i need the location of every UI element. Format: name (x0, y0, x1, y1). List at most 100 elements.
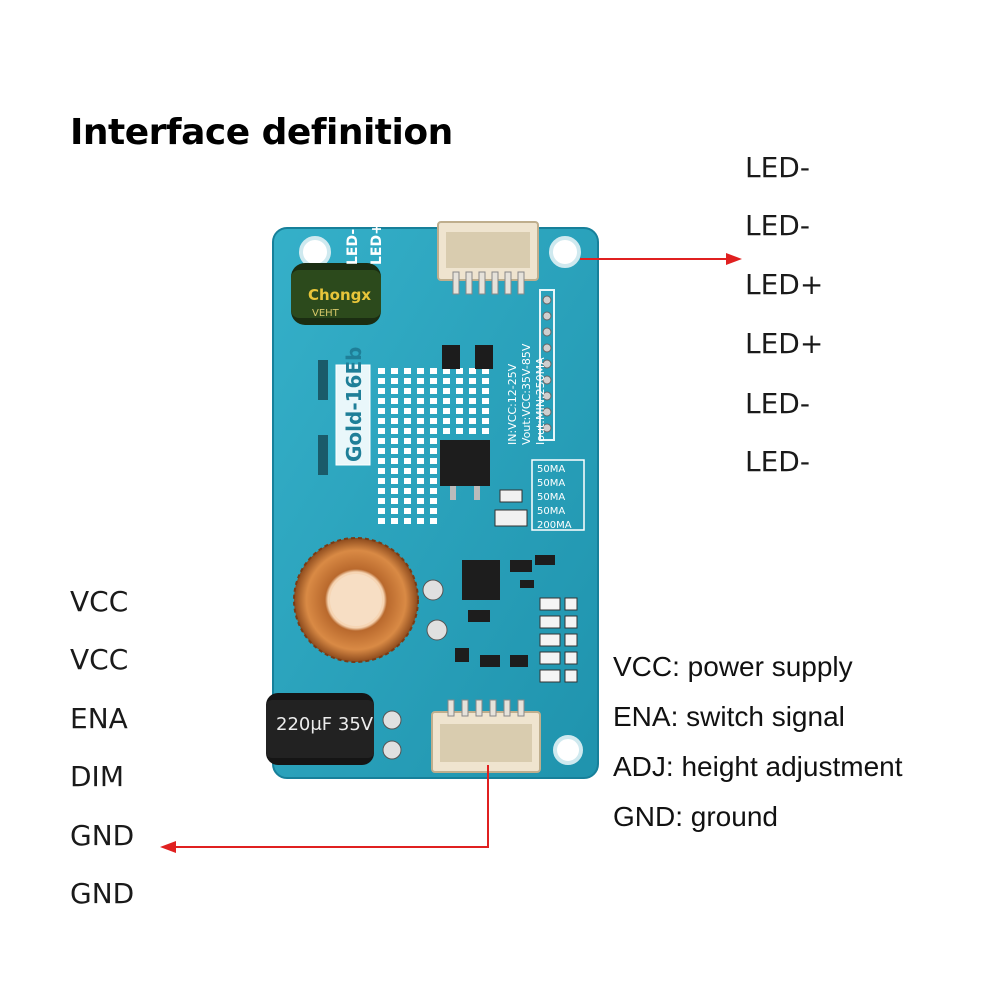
thermal-dot (430, 508, 437, 514)
thermal-dot (391, 408, 398, 414)
thermal-dot (417, 478, 424, 484)
thermal-dot (469, 378, 476, 384)
thermal-dot (378, 498, 385, 504)
legend-gnd: GND: ground (613, 801, 778, 832)
thermal-dot (404, 498, 411, 504)
thermal-dot (378, 508, 385, 514)
thermal-dot (404, 408, 411, 414)
thermal-dot (404, 398, 411, 404)
jumper-pads (539, 597, 578, 683)
thermal-dot (391, 498, 398, 504)
thermal-dot-grid (378, 368, 489, 524)
thermal-dot (417, 418, 424, 424)
thermal-dot (391, 428, 398, 434)
spec-line-3: Iout:MIN:250MA (534, 357, 547, 445)
smd-components (455, 489, 555, 667)
thermal-dot (404, 388, 411, 394)
input-pin-3: ENA (70, 702, 128, 735)
thermal-dot (378, 438, 385, 444)
thermal-dot (469, 428, 476, 434)
thermal-dot (378, 368, 385, 374)
cap-large-spec: 220μF 35V (276, 714, 374, 735)
thermal-dot (378, 398, 385, 404)
thermal-dot (430, 478, 437, 484)
current-option-2: 50MA (537, 478, 565, 489)
thermal-dot (430, 498, 437, 504)
thermal-dot (482, 428, 489, 434)
thermal-dot (456, 378, 463, 384)
input-pin-5: GND (70, 819, 135, 852)
thermal-dot (404, 418, 411, 424)
output-connector (437, 221, 539, 295)
thermal-dot (417, 438, 424, 444)
toroid-inductor (293, 537, 419, 663)
thermal-dot (391, 488, 398, 494)
thermal-dot (430, 458, 437, 464)
spec-line-1: IN:VCC:12-25V (506, 363, 519, 445)
current-option-3: 50MA (537, 492, 565, 503)
thermal-dot (456, 368, 463, 374)
thermal-dot (378, 428, 385, 434)
thermal-dot (391, 378, 398, 384)
thermal-dot (456, 428, 463, 434)
thermal-dot (417, 518, 424, 524)
thermal-dot (417, 448, 424, 454)
thermal-dot (391, 448, 398, 454)
led-pin-3: LED+ (745, 268, 824, 301)
thermal-dot (430, 408, 437, 414)
thermal-dot (378, 478, 385, 484)
input-pin-1: VCC (70, 585, 129, 618)
silk-led-minus: LED- (345, 229, 361, 265)
thermal-dot (482, 368, 489, 374)
thermal-dot (378, 518, 385, 524)
thermal-dot (404, 518, 411, 524)
legend-adj: ADJ: height adjustment (613, 751, 903, 782)
thermal-dot (469, 388, 476, 394)
thermal-dot (391, 468, 398, 474)
thermal-dot (404, 508, 411, 514)
thermal-dot (456, 398, 463, 404)
thermal-dot (391, 518, 398, 524)
output-arrow (580, 253, 742, 265)
thermal-dot (443, 398, 450, 404)
thermal-dot (482, 398, 489, 404)
thermal-dot (404, 368, 411, 374)
thermal-dot (378, 378, 385, 384)
thermal-dot (417, 388, 424, 394)
spec-line-2: Vout:VCC:35V-85V (520, 343, 533, 445)
thermal-dot (417, 378, 424, 384)
thermal-dot (378, 388, 385, 394)
thermal-dot (391, 418, 398, 424)
thermal-dot (430, 438, 437, 444)
thermal-dot (417, 428, 424, 434)
led-pin-1: LED- (745, 151, 810, 184)
thermal-dot (378, 488, 385, 494)
thermal-dot (469, 408, 476, 414)
thermal-dot (456, 408, 463, 414)
thermal-dot (443, 378, 450, 384)
thermal-dot (430, 378, 437, 384)
thermal-dot (404, 428, 411, 434)
thermal-dot (391, 388, 398, 394)
thermal-dot (482, 388, 489, 394)
silk-led-plus: LED+ (369, 223, 385, 265)
legend-vcc: VCC: power supply (613, 651, 853, 682)
thermal-dot (391, 368, 398, 374)
thermal-dot (404, 478, 411, 484)
thermal-dot (404, 378, 411, 384)
small-capacitor: Chongx VEHT (291, 263, 381, 325)
thermal-dot (469, 368, 476, 374)
input-pin-4: DIM (70, 760, 124, 793)
thermal-dot (482, 378, 489, 384)
thermal-dot (456, 388, 463, 394)
thermal-dot (417, 398, 424, 404)
cap-small-brand: Chongx (308, 286, 371, 304)
thermal-dot (417, 468, 424, 474)
thermal-dot (430, 368, 437, 374)
board-model: Gold-16Eb (342, 347, 366, 462)
thermal-dot (430, 468, 437, 474)
thermal-dot (404, 468, 411, 474)
thermal-dot (417, 458, 424, 464)
led-pin-5: LED- (745, 387, 810, 420)
